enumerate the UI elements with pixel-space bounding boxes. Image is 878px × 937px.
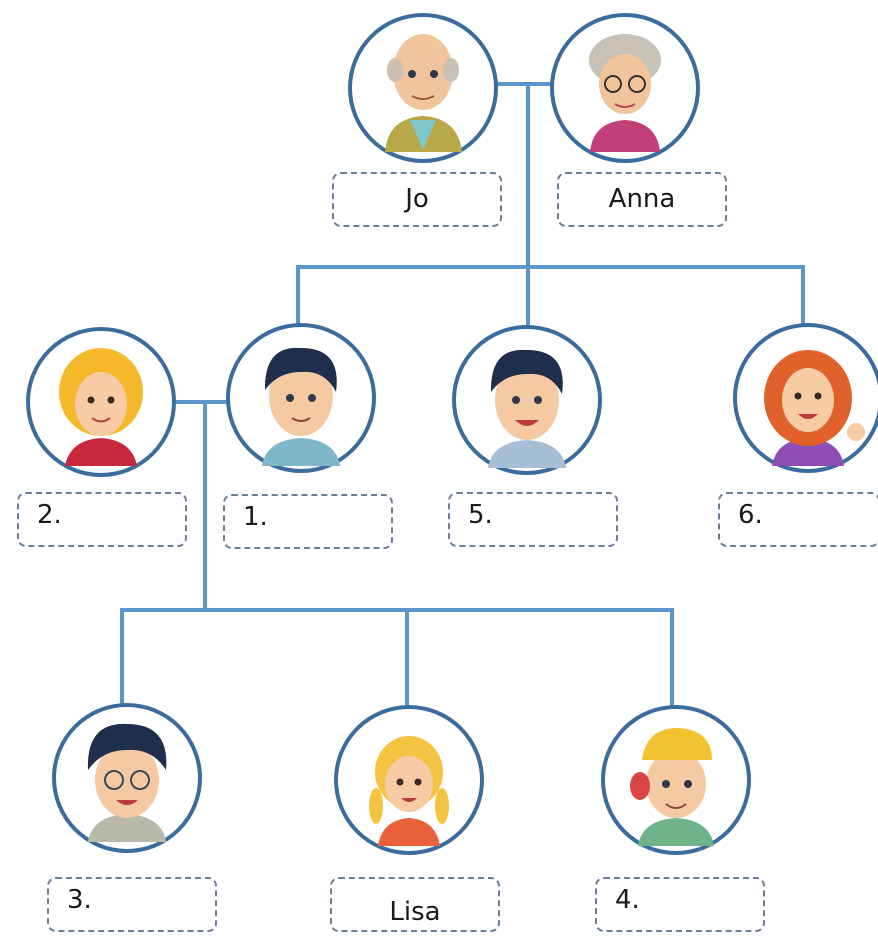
child-glasses-number: 3. [67,885,92,915]
smiling-man-icon [488,349,566,468]
child-glasses-name-box[interactable]: 3. [47,877,217,932]
mother-name-box[interactable]: 2. [17,492,187,547]
uncle-name-box[interactable]: 5. [448,492,618,547]
boy-with-cap-icon [630,728,714,846]
grandma-name: Anna [608,184,676,214]
father-name-box[interactable]: 1. [223,494,393,549]
grandmother-icon [589,34,661,152]
grandma-name-box: Anna [557,172,727,227]
red-haired-woman-icon [764,350,865,466]
blonde-woman-icon [59,348,143,466]
man-icon [262,347,340,466]
aunt-name-box[interactable]: 6. [718,492,878,547]
father-number: 1. [243,502,268,532]
child-cap-number: 4. [615,885,640,915]
grandpa-name: Jo [405,184,429,214]
grandpa-name-box: Jo [332,172,502,227]
mother-number: 2. [37,500,62,530]
boy-with-glasses-icon [87,723,167,842]
aunt-number: 6. [738,500,763,530]
lisa-name-box: Lisa [330,877,500,932]
child-cap-name-box[interactable]: 4. [595,877,765,932]
uncle-number: 5. [468,500,493,530]
girl-with-pigtails-icon [369,736,449,846]
grandfather-icon [385,34,462,152]
lisa-name: Lisa [389,897,441,927]
